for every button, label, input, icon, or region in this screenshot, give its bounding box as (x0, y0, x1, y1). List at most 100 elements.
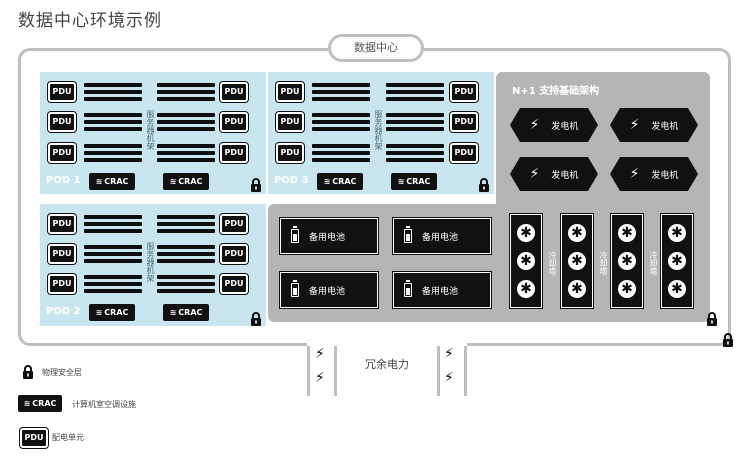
fan-icon (618, 280, 636, 298)
fan-icon (668, 280, 686, 298)
crac-waves-icon: ≋ (95, 308, 103, 317)
lock-icon (23, 365, 33, 379)
bolt-icon: ⚡ (444, 370, 454, 386)
legend-pdu-text: 配电单元 (52, 433, 84, 442)
pod-label: POD 3 (274, 175, 309, 186)
rack-label: 服务器机架 (146, 110, 155, 150)
pdu-box: PDU (450, 82, 478, 102)
pdu-box: PDU (220, 82, 248, 102)
lock-icon (251, 178, 261, 192)
pdu-box: PDU (220, 214, 248, 234)
cooling-tower (661, 214, 693, 308)
backup-battery: 备用电池 (280, 218, 378, 254)
fan-icon (517, 224, 535, 242)
cooling-tower (611, 214, 643, 308)
crac-waves-icon: ≋ (169, 308, 177, 317)
server-rack (312, 83, 370, 101)
generator: ⚡发电机 (510, 108, 598, 142)
server-rack (386, 144, 444, 162)
rack-label: 服务器机架 (146, 242, 155, 282)
legend-pdu-box: PDU (20, 428, 48, 448)
redundant-power-conduit (307, 346, 467, 396)
pdu-box: PDU (48, 274, 76, 294)
legend-crac-unit: ≋CRAC (18, 395, 62, 412)
fan-icon (618, 224, 636, 242)
pdu-box: PDU (450, 143, 478, 163)
lock-icon (251, 312, 261, 326)
server-rack (157, 275, 215, 293)
pod-label: POD 2 (46, 306, 81, 317)
diagram-title: 数据中心环境示例 (18, 11, 162, 31)
datacenter-label: 数据中心 (328, 34, 424, 62)
pdu-box: PDU (48, 112, 76, 132)
pdu-box: PDU (220, 143, 248, 163)
server-rack (84, 113, 142, 131)
pdu-box: PDU (276, 143, 304, 163)
crac-waves-icon: ≋ (323, 177, 331, 186)
bolt-icon: ⚡ (529, 117, 540, 133)
crac-waves-icon: ≋ (95, 177, 103, 186)
battery-icon (404, 226, 412, 243)
pdu-box: PDU (48, 214, 76, 234)
bolt-icon: ⚡ (315, 346, 325, 362)
fan-icon (517, 280, 535, 298)
bolt-icon: ⚡ (444, 346, 454, 362)
server-rack (386, 113, 444, 131)
outline-gap (307, 340, 467, 350)
crac-unit: ≋CRAC (317, 173, 363, 190)
generator: ⚡发电机 (610, 157, 698, 191)
battery-icon (291, 280, 299, 297)
pod-label: POD 1 (46, 175, 81, 186)
rack-label: 服务器机架 (374, 110, 383, 150)
conduit-inner-left (334, 346, 337, 396)
crac-unit: ≋CRAC (163, 173, 209, 190)
lock-icon (723, 333, 733, 347)
server-rack (84, 144, 142, 162)
server-rack (157, 83, 215, 101)
server-rack (157, 215, 215, 233)
generator: ⚡发电机 (510, 157, 598, 191)
legend-lock-text: 物理安全层 (42, 368, 82, 377)
server-rack (312, 113, 370, 131)
server-rack (157, 245, 215, 263)
bolt-icon: ⚡ (629, 117, 640, 133)
pdu-box: PDU (48, 82, 76, 102)
cooling-tower-label: 冷却塔 (548, 251, 557, 275)
lock-icon (707, 312, 717, 326)
bolt-icon: ⚡ (315, 370, 325, 386)
pdu-box: PDU (276, 82, 304, 102)
cooling-tower (561, 214, 593, 308)
bolt-icon: ⚡ (629, 166, 640, 182)
pdu-box: PDU (220, 112, 248, 132)
backup-battery: 备用电池 (393, 272, 491, 308)
server-rack (386, 83, 444, 101)
crac-unit: ≋CRAC (163, 304, 209, 321)
crac-unit: ≋CRAC (89, 304, 135, 321)
pdu-box: PDU (450, 112, 478, 132)
pdu-box: PDU (220, 274, 248, 294)
fan-icon (668, 224, 686, 242)
fan-icon (517, 252, 535, 270)
cooling-tower-label: 冷却塔 (599, 251, 608, 275)
pdu-box: PDU (220, 244, 248, 264)
battery-icon (404, 280, 412, 297)
server-rack (84, 245, 142, 263)
generator: ⚡发电机 (610, 108, 698, 142)
server-rack (84, 275, 142, 293)
cooling-tower-label: 冷却塔 (649, 251, 658, 275)
fan-icon (618, 252, 636, 270)
redundant-power-label: 冗余电力 (365, 358, 409, 371)
n-plus-1-label: N+1 支持基础架构 (512, 86, 600, 97)
backup-battery: 备用电池 (280, 272, 378, 308)
server-rack (312, 144, 370, 162)
crac-unit: ≋CRAC (89, 173, 135, 190)
server-rack (157, 144, 215, 162)
lock-icon (479, 178, 489, 192)
fan-icon (568, 280, 586, 298)
fan-icon (568, 252, 586, 270)
crac-waves-icon: ≋ (169, 177, 177, 186)
fan-icon (568, 224, 586, 242)
cooling-tower (510, 214, 542, 308)
conduit-inner-right (437, 346, 440, 396)
battery-icon (291, 226, 299, 243)
